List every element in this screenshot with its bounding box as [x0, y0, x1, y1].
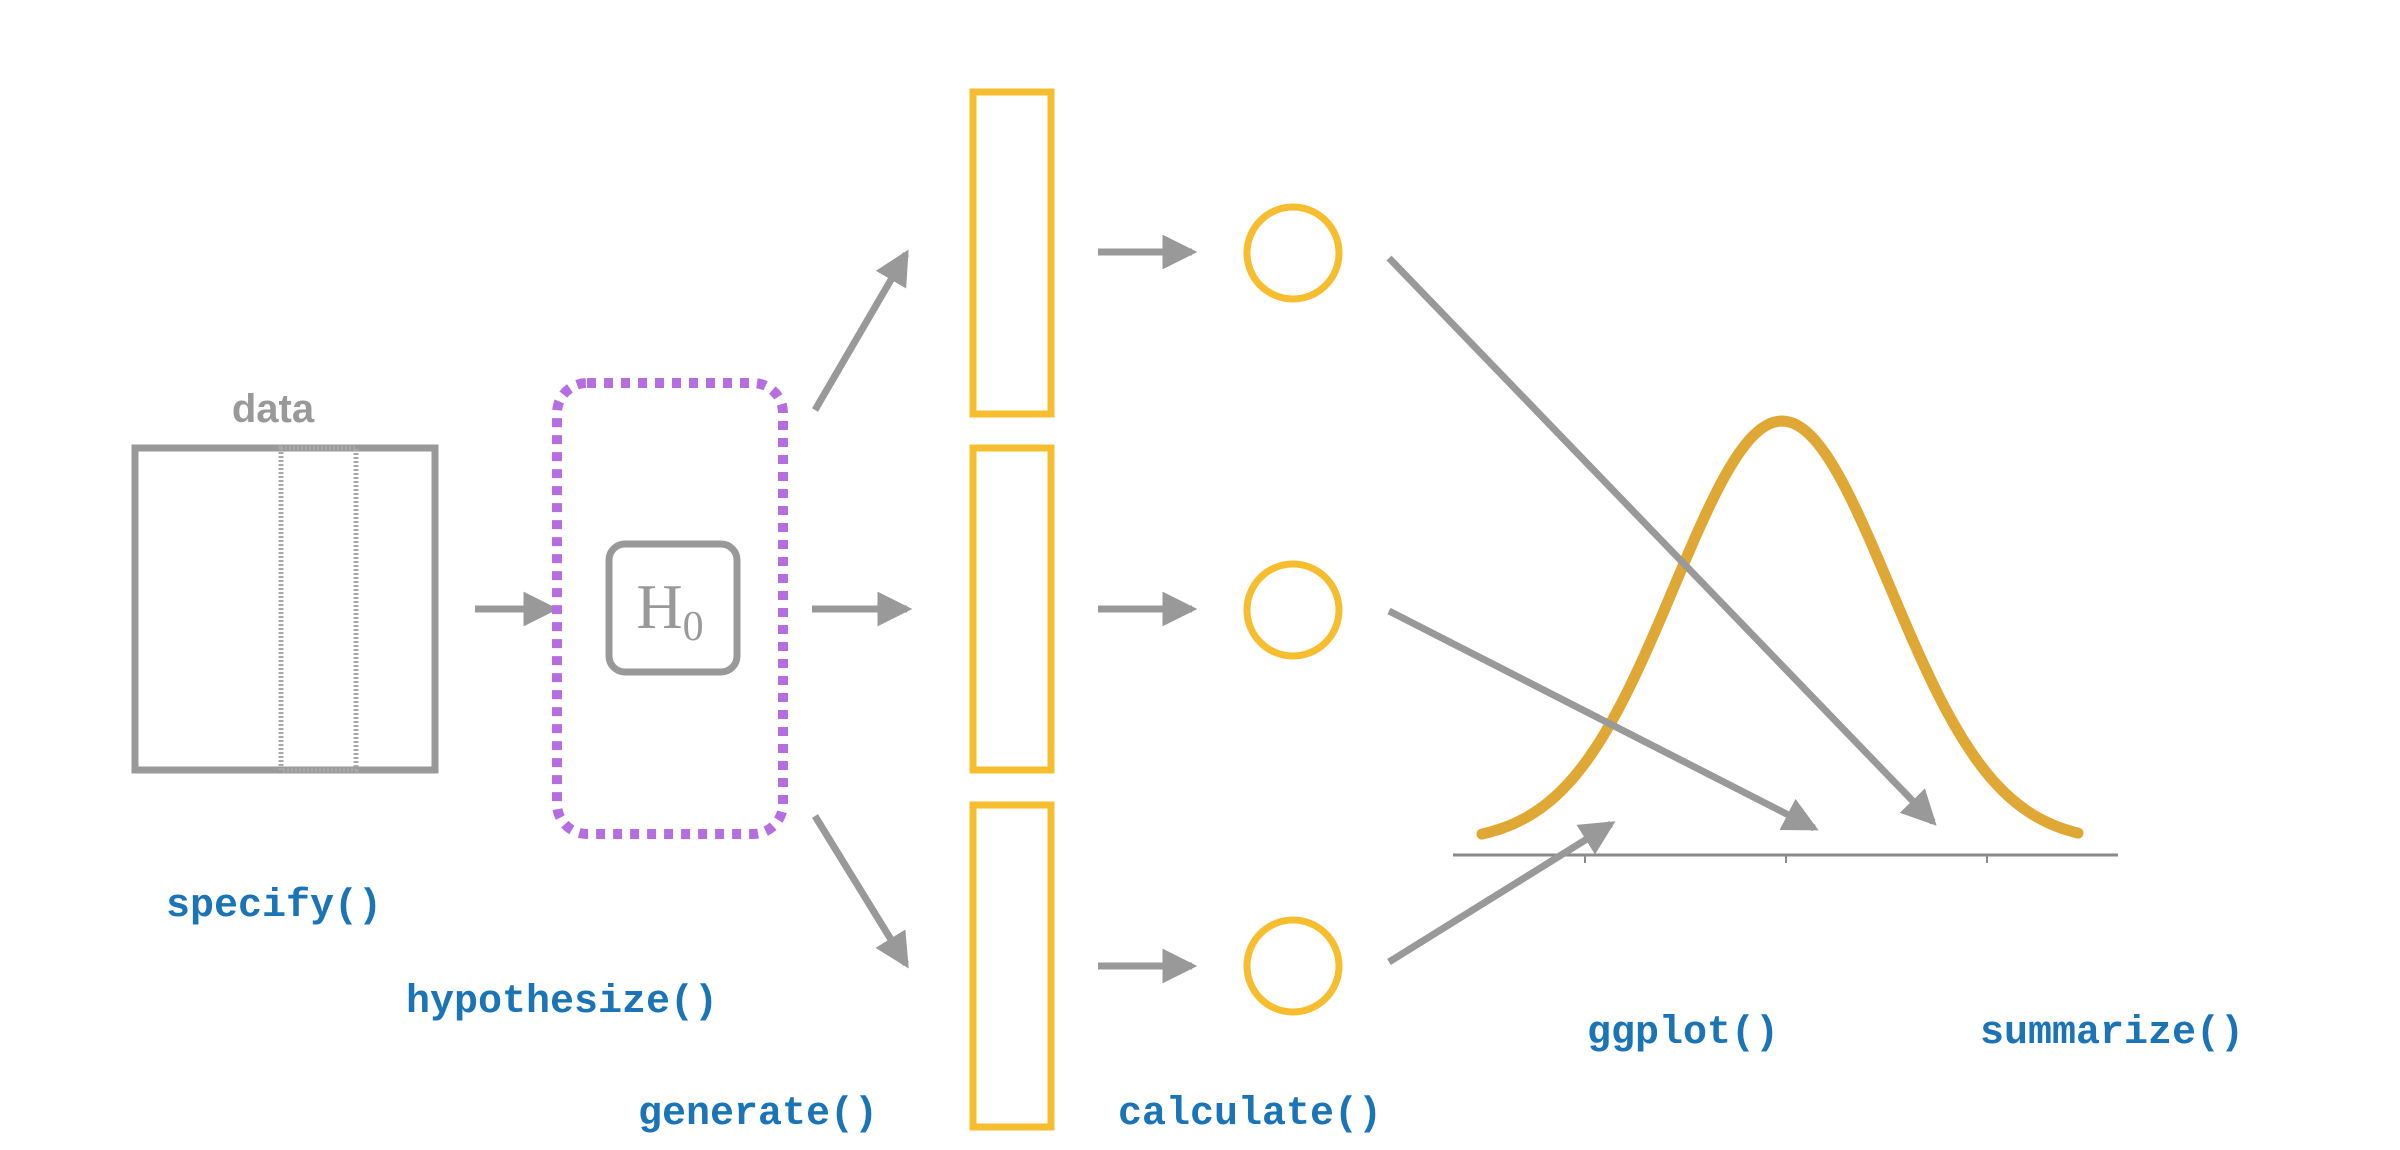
null-hypothesis-symbol: H0	[636, 571, 703, 650]
data-table-frame	[131, 444, 439, 774]
calculate-label: calculate()	[1118, 1092, 1382, 1137]
arrow-statistic-2-to-distribution	[1387, 607, 1819, 832]
replicate-rect-2	[969, 444, 1055, 774]
generate-label: generate()	[638, 1092, 878, 1137]
null-hypothesis-box	[605, 540, 741, 676]
data-table-selected-column	[278, 445, 359, 773]
summarize-label: summarize()	[1980, 1011, 2244, 1056]
arrow-statistic-1-to-distribution	[1386, 255, 1937, 826]
replicate-rect-3	[969, 801, 1055, 1131]
arrow-hypothesis-to-replicate-3	[812, 814, 909, 969]
statistic-circle-icon-2	[1243, 560, 1343, 660]
specify-label: specify()	[166, 884, 382, 929]
hypothesis-dotted-frame	[552, 378, 788, 839]
ggplot-label: ggplot()	[1587, 1011, 1779, 1056]
data-table: data	[131, 387, 439, 774]
statistic-circle-icon-1	[1243, 203, 1343, 303]
hypothesize-label: hypothesize()	[406, 980, 718, 1025]
arrow-statistic-3-to-distribution	[1387, 821, 1616, 965]
null-hypothesis-main: H	[636, 571, 682, 642]
statistic-circle-icon-3	[1243, 916, 1343, 1016]
replicate-rect-1	[969, 88, 1055, 418]
data-label: data	[232, 387, 315, 431]
arrow-hypothesis-to-replicate-1	[811, 249, 910, 412]
null-hypothesis-subscript: 0	[683, 604, 704, 650]
hypothesis-group: H0	[552, 378, 788, 839]
null-distribution-curve	[1476, 415, 2084, 840]
